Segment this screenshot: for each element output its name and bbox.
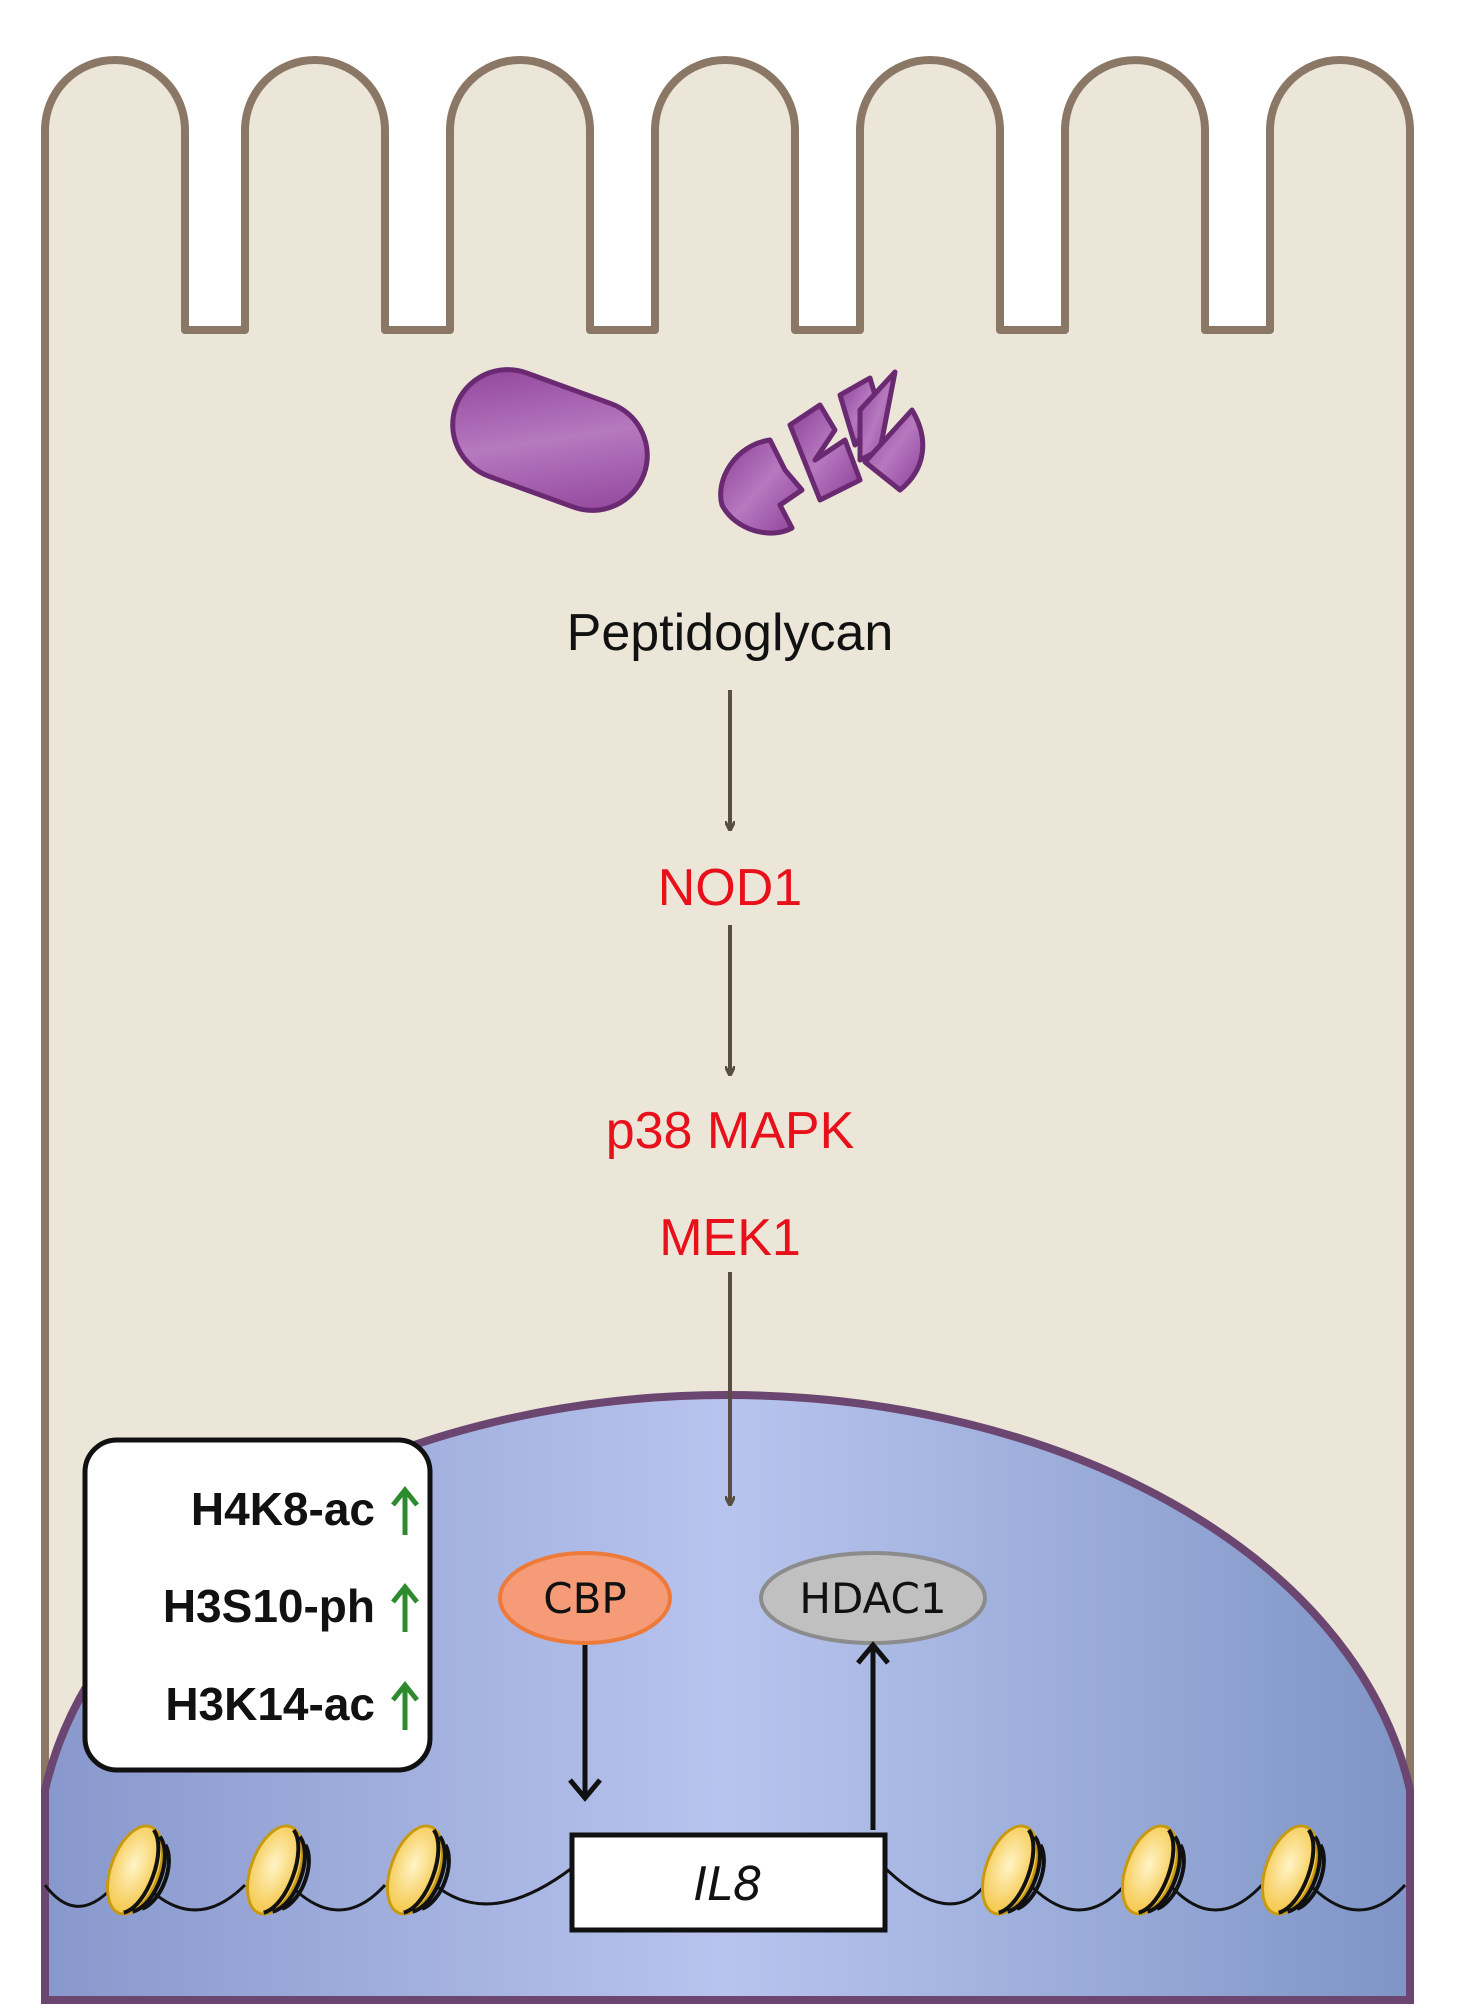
histone-mark-label: H3K14-ac bbox=[165, 1678, 375, 1730]
nucleosome bbox=[1261, 1824, 1326, 1916]
hdac1-label: HDAC1 bbox=[799, 1574, 946, 1623]
histone-marks-box bbox=[82, 1437, 433, 1773]
il8-label: IL8 bbox=[694, 1857, 762, 1911]
dna-strand bbox=[43, 1866, 1407, 1912]
p38-mapk-label: p38 MAPK bbox=[606, 1102, 855, 1160]
cbp-oval bbox=[498, 1551, 672, 1645]
nucleosome bbox=[1121, 1824, 1186, 1916]
nucleosome bbox=[246, 1824, 311, 1916]
bacterium-fragmented bbox=[718, 369, 926, 536]
arrow-cbp-to-il8 bbox=[568, 1645, 602, 1802]
mek1-label: MEK1 bbox=[659, 1209, 801, 1267]
il8-gene-box bbox=[569, 1832, 888, 1933]
up-arrow-icon bbox=[391, 1582, 419, 1632]
nucleosome bbox=[386, 1824, 451, 1916]
nucleosome bbox=[106, 1824, 171, 1916]
bacterium-intact bbox=[450, 367, 650, 513]
histone-mark-label: H3S10-ph bbox=[163, 1580, 375, 1632]
histone-mark-label: H4K8-ac bbox=[191, 1483, 375, 1535]
up-arrow-icon bbox=[391, 1680, 419, 1730]
up-arrow-icon bbox=[391, 1485, 419, 1535]
nucleosome bbox=[981, 1824, 1046, 1916]
nod1-label: NOD1 bbox=[658, 859, 802, 917]
cbp-label: CBP bbox=[543, 1574, 626, 1623]
peptidoglycan-label: Peptidoglycan bbox=[567, 604, 894, 662]
arrow-il8-to-hdac1 bbox=[856, 1641, 890, 1830]
